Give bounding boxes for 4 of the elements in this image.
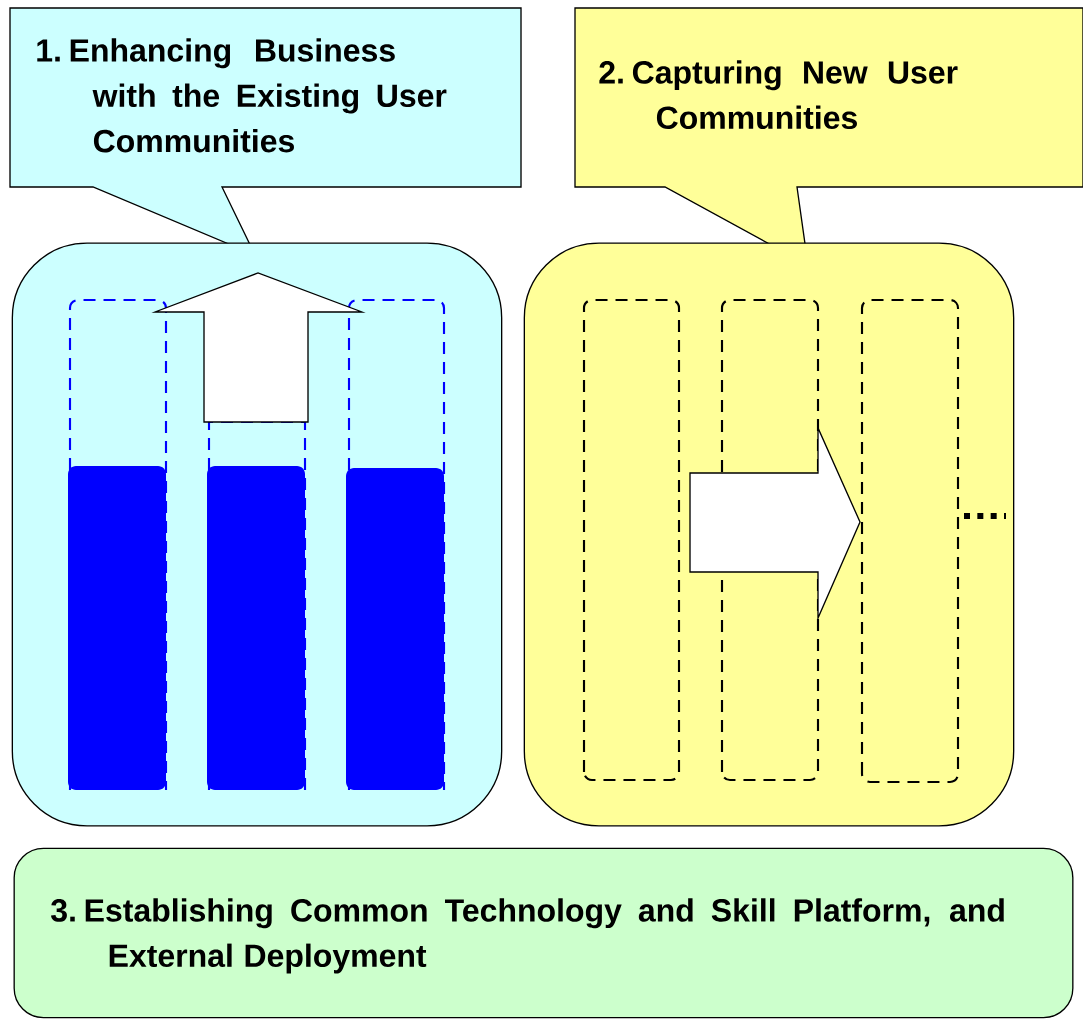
text-box: 3. Establishing Common Technology and Skill Platform, and External Deployment bbox=[13, 847, 1074, 1019]
callout-bubble: 2. Capturing New User Communities bbox=[574, 7, 1083, 267]
callout-bubble: 1. Enhancing Business with the Existing User Communities bbox=[9, 7, 522, 257]
rounded-panel bbox=[523, 242, 1015, 827]
